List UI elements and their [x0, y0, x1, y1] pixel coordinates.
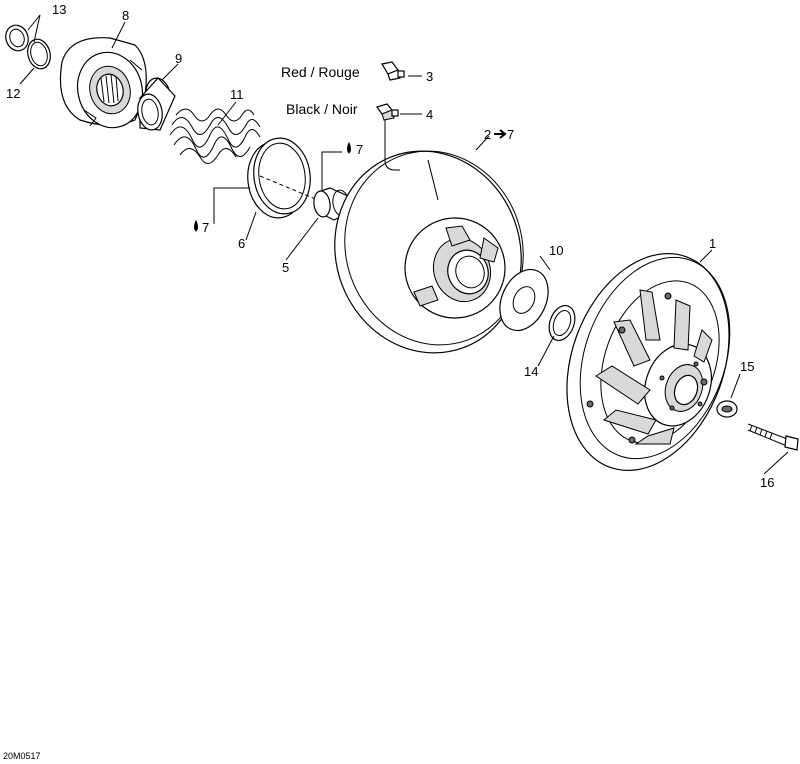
washer-part-10 [499, 268, 549, 332]
callout-2-ref: 7 [507, 127, 514, 142]
legend-black-number: 4 [426, 107, 433, 122]
lubricant-drop-icon [194, 219, 198, 232]
sheave-part-2 [334, 150, 524, 354]
callout-9: 9 [175, 51, 182, 66]
ring-part-14 [548, 304, 576, 342]
callout-7a: 7 [356, 142, 363, 157]
sleeve-part-9 [137, 77, 176, 131]
callout-6: 6 [238, 236, 245, 251]
legend-red-number: 3 [426, 69, 433, 84]
washer-part-15 [716, 400, 738, 418]
callout-2: 2 [484, 127, 491, 142]
callout-12: 12 [6, 86, 20, 101]
callout-10: 10 [549, 243, 563, 258]
leader-lines [19, 14, 789, 475]
connector-part-4 [376, 103, 399, 121]
legend-black-label: Black / Noir [286, 101, 358, 117]
slider-ring-part-6 [247, 137, 319, 219]
lubricant-drop-icon [347, 141, 351, 154]
cam-housing-part-8 [59, 37, 147, 129]
callout-16: 16 [760, 475, 774, 490]
connector-part-3 [381, 61, 405, 81]
callout-11: 11 [230, 87, 244, 102]
callout-14: 14 [524, 364, 538, 379]
callout-1: 1 [709, 236, 716, 251]
bolt-part-16 [747, 423, 799, 451]
retaining-ring-part-13 [5, 24, 29, 52]
callout-7b: 7 [202, 220, 209, 235]
callout-13: 13 [52, 2, 66, 17]
fixed-sheave-part-1 [566, 252, 731, 472]
spring-part-11 [169, 108, 261, 164]
legend-red-label: Red / Rouge [281, 64, 360, 80]
ring-part-12 [27, 38, 51, 70]
callout-5: 5 [282, 260, 289, 275]
callout-15: 15 [740, 359, 754, 374]
diagram-code: 20M0517 [3, 751, 41, 761]
callout-8: 8 [122, 8, 129, 23]
reference-arrow-icon [494, 129, 507, 139]
